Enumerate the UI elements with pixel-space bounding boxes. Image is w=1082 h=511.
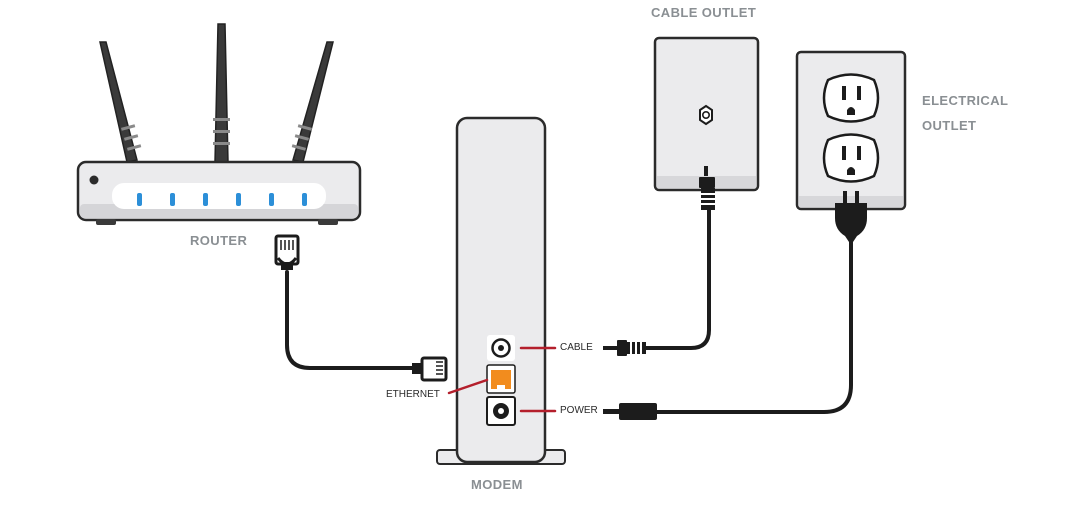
modem [436, 116, 566, 465]
modem-ethernet-port [486, 364, 516, 394]
coax-plug-modem [603, 340, 646, 356]
router-antenna-left [99, 41, 142, 163]
modem-coax-port [487, 335, 515, 361]
callout-lines [447, 346, 557, 413]
cable-outlet [653, 36, 760, 192]
coax-plug-wall [699, 177, 715, 210]
ethernet-callout [447, 378, 489, 395]
router-label: ROUTER [190, 233, 248, 248]
modem-body [455, 116, 547, 464]
electrical-outlet-label-line2: OUTLET [922, 118, 977, 133]
ethernet-cable [285, 270, 420, 370]
power-cord [653, 238, 853, 414]
router-antenna-right [291, 41, 334, 163]
modem-label: MODEM [471, 477, 523, 492]
router [76, 23, 362, 225]
cable-outlet-label: CABLE OUTLET [651, 5, 757, 20]
router-lights [137, 193, 307, 206]
modem-power-port [486, 396, 516, 426]
electrical-outlet [795, 50, 907, 211]
power-plug-wall [835, 191, 867, 242]
router-light-bar [112, 183, 326, 209]
receptacle-top [822, 73, 880, 123]
receptacle-bottom [822, 133, 880, 183]
ethernet-port-label: ETHERNET [386, 389, 440, 400]
router-antenna-center [213, 23, 230, 163]
power-port-label: POWER [560, 405, 598, 416]
electrical-outlet-label-line1: ELECTRICAL [922, 93, 1009, 108]
cable-port-label: CABLE [560, 342, 593, 353]
coax-jack [699, 104, 713, 126]
rj45-plug-router [274, 234, 300, 270]
rj45-plug-modem [412, 356, 448, 382]
power-plug-modem [603, 403, 657, 420]
coax-cable [642, 208, 711, 350]
router-power-led [89, 175, 99, 185]
